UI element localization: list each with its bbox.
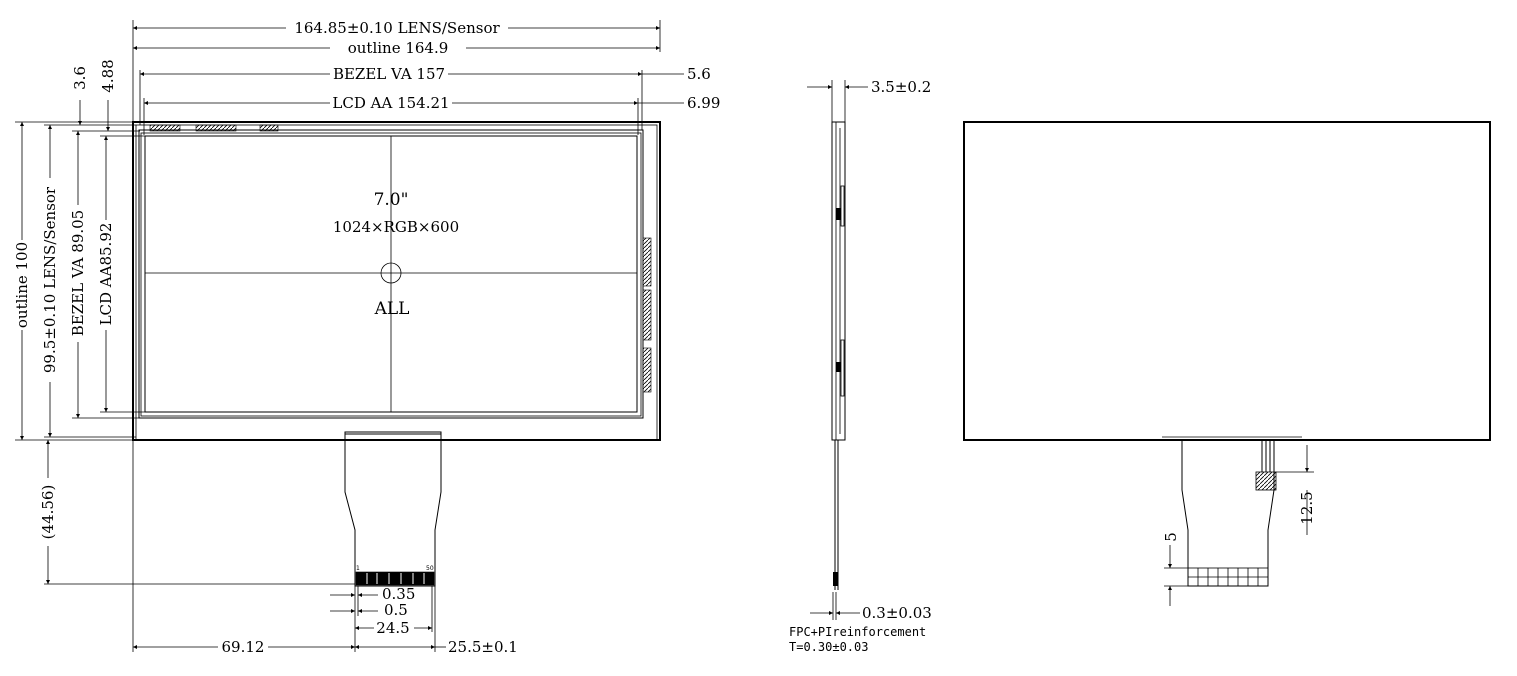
right-offset-2-dim: 6.99: [687, 94, 720, 112]
pitch-dim: 0.35: [382, 585, 415, 603]
resolution-label: 1024×RGB×600: [333, 218, 459, 236]
pin-last-label: 50: [426, 565, 434, 572]
lcd-aa-height-dim: LCD AA85.92: [97, 223, 115, 326]
top-offset-1-dim: 3.6: [71, 66, 89, 90]
bezel-va-width-dim: BEZEL VA 157: [333, 65, 445, 83]
lens-height-dim: 99.5±0.10 LENS/Sensor: [41, 186, 59, 373]
back-view: 12.5 5: [963, 121, 1491, 606]
top-offset-2-dim: 4.88: [99, 59, 117, 92]
front-view: 164.85±0.10 LENS/Sensor outline 164.9 BE…: [13, 19, 720, 656]
lcd-aa-width-dim: LCD AA 154.21: [332, 94, 449, 112]
lens-width-dim: 164.85±0.10 LENS/Sensor: [294, 19, 500, 37]
back-small-dim: 5: [1162, 532, 1180, 542]
fpc-thickness-dim: 0.3±0.03: [862, 604, 932, 622]
fpc-note-thickness: T=0.30±0.03: [789, 640, 868, 654]
fpc-note: FPC+PIreinforcement: [789, 625, 926, 639]
outline-height-dim: outline 100: [13, 242, 31, 328]
fpc-width-dim: 25.5±0.1: [448, 638, 518, 656]
outline-width-dim: outline 164.9: [348, 39, 449, 57]
all-label: ALL: [374, 299, 410, 319]
fpc-offset-dim: 69.12: [222, 638, 265, 656]
pin-first-label: 1: [356, 565, 360, 572]
bezel-va-height-dim: BEZEL VA 89.05: [69, 210, 87, 336]
pins-width-dim: 24.5: [376, 619, 409, 637]
thickness-dim: 3.5±0.2: [871, 78, 931, 96]
screen-size-label: 7.0": [374, 190, 409, 210]
side-view: 3.5±0.2 0.3±0.03 FPC+PIreinforcement T=0…: [789, 78, 932, 654]
right-offset-1-dim: 5.6: [687, 65, 711, 83]
fpc-length-dim: (44.56): [39, 485, 57, 540]
pad-dim: 0.5: [384, 601, 408, 619]
back-vertical-dim: 12.5: [1298, 491, 1316, 524]
